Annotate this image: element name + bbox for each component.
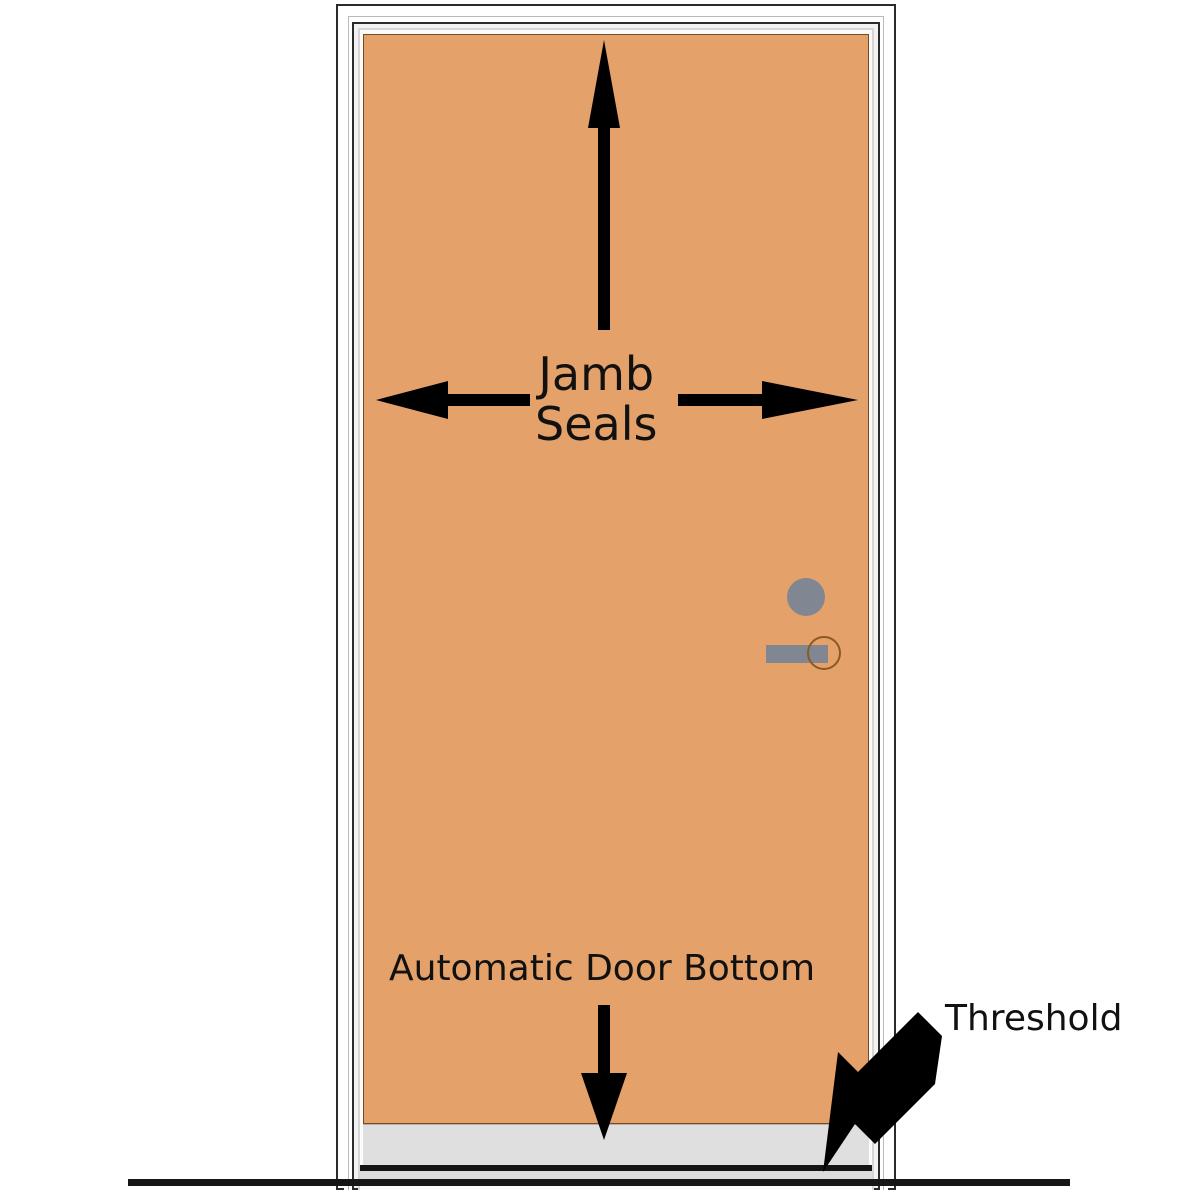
floor-line — [128, 1179, 1070, 1186]
deadbolt-knob-icon — [787, 578, 825, 616]
threshold-top-edge — [360, 1165, 872, 1171]
threshold-label: Threshold — [945, 998, 1123, 1039]
automatic-door-bottom-strip — [363, 1124, 869, 1166]
automatic-door-bottom-label: Automatic Door Bottom — [389, 948, 816, 989]
jamb-seals-label: Jamb Seals — [535, 347, 658, 451]
door-panel — [363, 34, 869, 1124]
lock-rosette-icon — [807, 636, 841, 670]
